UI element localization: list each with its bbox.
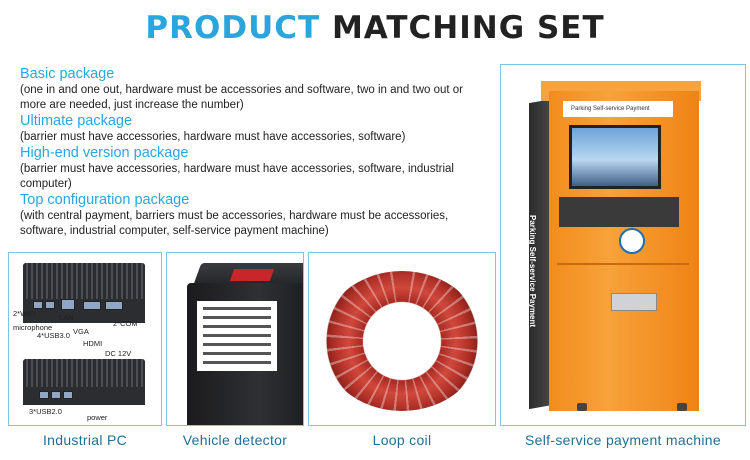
title-rest: MATCHING SET — [331, 10, 605, 46]
payment-machine-caption: Self-service payment machine — [525, 432, 721, 448]
dc-label: DC 12V — [105, 349, 132, 358]
package-name: Basic package — [20, 66, 115, 82]
kiosk-banner: Parking Self-service Payment — [563, 101, 673, 117]
power-label: power — [87, 413, 108, 422]
kiosk-logo-icon — [619, 228, 645, 254]
package-desc: (one in and one out, hardware must be ac… — [20, 84, 464, 111]
loop-coil-image — [321, 271, 483, 411]
payment-machine-panel: Parking Self-service Payment Parking Sel… — [500, 64, 746, 426]
detector-label-icon — [197, 301, 277, 371]
package-desc: (barrier must have accessories, hardware… — [20, 163, 454, 190]
industrial-pc-caption: Industrial PC — [42, 432, 128, 448]
industrial-pc-image-top — [23, 263, 145, 323]
page-title: PRODUCT MATCHING SET — [0, 10, 750, 46]
vehicle-detector-panel — [166, 252, 304, 426]
vga-label: VGA — [73, 327, 89, 336]
wifi-label: 2*WiFi — [13, 309, 36, 318]
package-desc: (with central payment, barriers must be … — [20, 210, 449, 237]
usb-port-icon — [33, 301, 43, 309]
kiosk-foot — [577, 403, 587, 411]
kiosk-door-line — [557, 263, 689, 265]
kiosk-control-panel — [559, 197, 679, 227]
usb20-label: 3*USB2.0 — [29, 407, 62, 416]
loop-coil-panel — [308, 252, 496, 426]
vehicle-detector-caption: Vehicle detector — [182, 432, 288, 448]
lan-label: LAN — [59, 313, 74, 322]
usb-port-icon — [51, 391, 61, 399]
package-name: Ultimate package — [20, 113, 133, 129]
usb-port-icon — [45, 301, 55, 309]
lan-port-icon — [61, 299, 75, 310]
microphone-label: microphone — [13, 323, 53, 332]
vga-port-icon — [83, 301, 101, 310]
usb-port-icon — [39, 391, 49, 399]
kiosk-screen — [569, 125, 661, 189]
package-desc: (barrier must have accessories, hardware… — [20, 131, 406, 143]
package-name: Top configuration package — [20, 192, 190, 208]
industrial-pc-panel: 2*WiFi LAN microphone 4*USB3.0 VGA 2*COM… — [8, 252, 162, 426]
kiosk-foot — [677, 403, 687, 411]
com-label: 2*COM — [113, 319, 138, 328]
package-list: Basic package (one in and one out, hardw… — [20, 66, 490, 239]
loop-coil-caption: Loop coil — [372, 432, 432, 448]
com-port-icon — [105, 301, 123, 310]
title-highlight: PRODUCT — [145, 10, 321, 46]
vehicle-detector-image — [187, 283, 303, 425]
usb-port-icon — [63, 391, 73, 399]
coil-wrap-icon — [321, 271, 483, 411]
usb30-label: 4*USB3.0 — [37, 331, 70, 340]
kiosk-side-text: Parking Self-service Payment — [528, 215, 537, 328]
hdmi-label: HDMI — [83, 339, 103, 348]
kiosk-slot — [611, 293, 657, 311]
package-name: High-end version package — [20, 145, 189, 161]
